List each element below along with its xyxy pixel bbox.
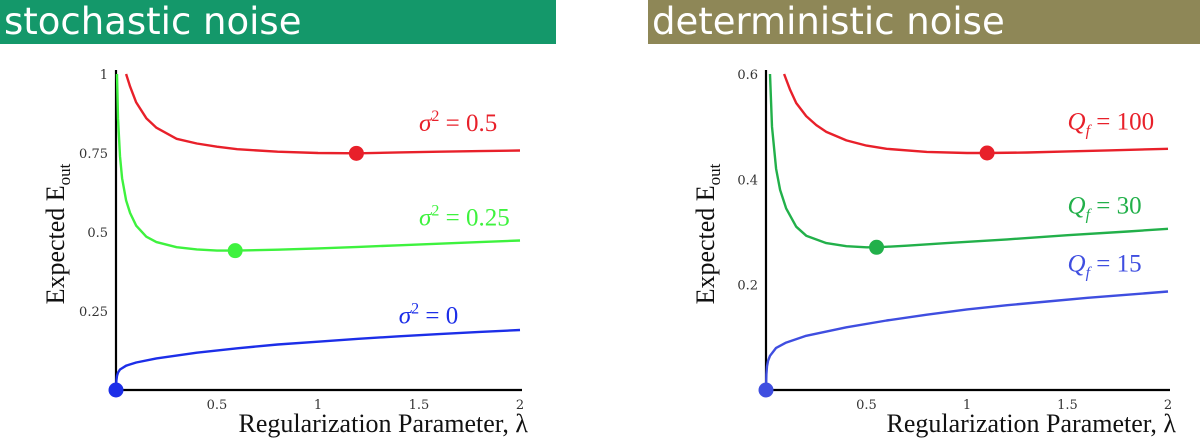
y-tick-label: 0.75 [79, 147, 108, 162]
x-axis-label: Regularization Parameter, λ [238, 409, 528, 438]
y-tick-label: 0.2 [737, 279, 758, 294]
y-tick-label: 0.6 [737, 68, 758, 83]
series-label-2: σ2 = 0 [399, 301, 458, 330]
x-axis-label: Regularization Parameter, λ [886, 409, 1176, 438]
series-label-2: Qf = 15 [1068, 251, 1142, 282]
banner-stochastic-noise: stochastic noise [0, 0, 556, 44]
y-axis-label-main: Expected E [41, 185, 70, 304]
series-label-value: = 15 [1090, 251, 1142, 278]
x-tick-label: 1 [963, 398, 971, 413]
x-tick-label: 2 [1164, 398, 1172, 413]
y-tick-label: 0.5 [87, 226, 108, 241]
y-axis-label-main: Expected E [691, 185, 720, 304]
x-tick-label: 1 [314, 398, 322, 413]
series-label-superscript: 2 [431, 203, 439, 220]
series-minimum-point-0 [979, 145, 995, 161]
series-line-2 [764, 290, 1169, 391]
series-label-value: = 30 [1090, 193, 1142, 220]
y-tick-label: 0.4 [737, 173, 758, 188]
y-tick-label: 0.25 [79, 305, 108, 320]
y-axis-label-subscript: out [705, 163, 724, 185]
series-label-symbol: σ [419, 110, 433, 137]
series-line-1 [768, 73, 1169, 249]
series-line-2 [114, 328, 521, 391]
series-minimum-point-1 [227, 243, 243, 259]
series-label-symbol: Q [1068, 108, 1086, 135]
y-axis-label: Expected Eout [691, 163, 724, 304]
series-minimum-point-0 [348, 145, 364, 161]
series-label-symbol: σ [419, 205, 433, 232]
series-line-0 [782, 73, 1169, 155]
series-label-0: Qf = 100 [1068, 108, 1155, 139]
series-line-1 [115, 73, 521, 252]
series-label-1: σ2 = 0.25 [419, 203, 510, 232]
series-minimum-point-2 [758, 382, 774, 398]
series-label-subscript: f [1086, 207, 1093, 224]
series-label-subscript: f [1086, 265, 1093, 282]
series-label-value: = 0.25 [439, 205, 509, 232]
y-axis-label-subscript: out [55, 163, 74, 185]
x-tick-label: 0.5 [856, 398, 877, 413]
y-axis-label: Expected Eout [41, 163, 74, 304]
series-label-0: σ2 = 0.5 [419, 108, 497, 137]
y-tick-label: 1 [100, 68, 108, 83]
series-label-value: = 0.5 [439, 110, 497, 137]
x-tick-label: 0.5 [207, 398, 228, 413]
series-label-symbol: Q [1068, 193, 1086, 220]
series-minimum-point-1 [869, 239, 885, 255]
series-label-symbol: Q [1068, 251, 1086, 278]
series-label-superscript: 2 [411, 301, 419, 318]
series-label-symbol: σ [399, 303, 413, 330]
series-label-1: Qf = 30 [1068, 193, 1142, 224]
series-minimum-point-2 [108, 382, 124, 398]
banner-deterministic-noise: deterministic noise [648, 0, 1200, 44]
series-label-superscript: 2 [431, 108, 439, 125]
series-label-value: = 100 [1090, 108, 1154, 135]
series-label-value: = 0 [419, 303, 458, 330]
x-tick-label: 1.5 [409, 398, 430, 413]
x-tick-label: 1.5 [1057, 398, 1078, 413]
x-tick-label: 2 [516, 398, 524, 413]
series-label-subscript: f [1086, 122, 1093, 139]
series-line-0 [124, 73, 521, 155]
